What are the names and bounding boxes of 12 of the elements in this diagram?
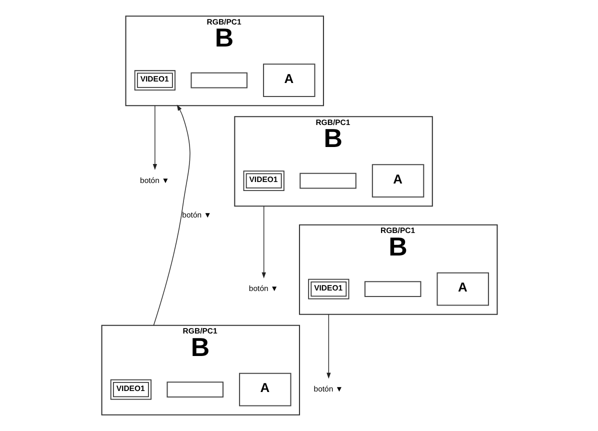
node-box: A [262,64,315,98]
node-box: A [436,272,488,306]
arrow [152,105,157,170]
node-box: A [238,372,291,406]
arrow [261,206,266,278]
node-box [190,72,247,88]
node-box [299,172,356,189]
node-box [166,382,224,398]
node-box: A [371,164,424,198]
arrow [152,104,190,326]
arrow [326,314,330,379]
node-box [364,281,421,298]
